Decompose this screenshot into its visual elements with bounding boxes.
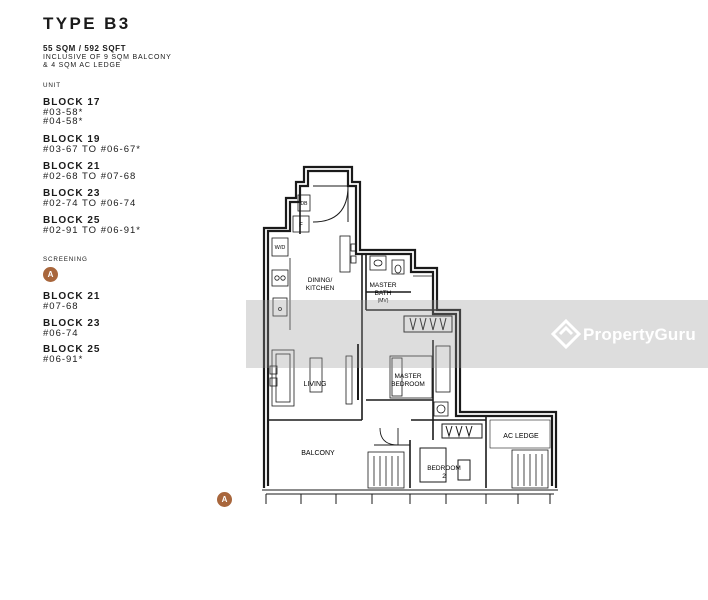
inclusive-note-1: INCLUSIVE OF 9 SQM BALCONY	[43, 54, 172, 61]
unit-heading: UNIT	[43, 82, 61, 89]
dining-label-2: KITCHEN	[306, 285, 335, 292]
propertyguru-logo-icon	[550, 318, 582, 350]
unit-block-label: BLOCK 19	[43, 134, 101, 145]
inclusive-note-2: & 4 SQM AC LEDGE	[43, 62, 122, 69]
watermark-band	[246, 300, 708, 368]
fridge-box	[292, 215, 310, 233]
balcony-door	[374, 427, 410, 446]
bedroom2-label-2: 2	[442, 473, 446, 480]
plan-marker: A	[217, 492, 232, 507]
washer-dryer-box	[271, 237, 289, 257]
bath-label-1: MASTER	[369, 282, 396, 289]
washer-dryer-label: W/D	[275, 245, 286, 251]
bath-label-3: (MV)	[378, 298, 389, 304]
master-label-2: BEDROOM	[391, 381, 425, 388]
dining-label-1: DINING/	[308, 277, 333, 284]
bath-fixtures	[369, 255, 433, 277]
watermark-text: PropertyGuru	[583, 325, 696, 344]
ac-ledge-room	[489, 419, 551, 449]
master-wardrobe	[403, 315, 453, 333]
unit-block-label: BLOCK 23	[43, 188, 101, 199]
screen-panels	[367, 449, 549, 489]
screening-block-label: BLOCK 23	[43, 318, 101, 329]
screening-block-label: BLOCK 21	[43, 291, 101, 302]
interior-walls	[268, 202, 487, 488]
living-label: LIVING	[304, 381, 327, 388]
screening-heading: SCREENING	[43, 256, 88, 263]
master-bed	[389, 345, 451, 417]
screening-block-label: BLOCK 25	[43, 344, 101, 355]
bath-label-2: BATH	[375, 290, 392, 297]
ac-ledge-label: AC LEDGE	[503, 433, 539, 440]
unit-block-label: BLOCK 25	[43, 215, 101, 226]
kitchen-counter	[271, 258, 291, 330]
balcony-label: BALCONY	[301, 450, 335, 457]
unit-line: #03-58*	[43, 107, 84, 118]
db-box	[297, 194, 311, 212]
entrance-door	[312, 185, 349, 223]
unit-line: #02-91 TO #06-91*	[43, 225, 141, 236]
unit-area: 55 SQM / 592 SQFT	[43, 44, 127, 53]
unit-line: #02-68 TO #07-68	[43, 171, 137, 182]
living-furniture	[269, 344, 359, 407]
type-title: TYPE B3	[43, 14, 131, 33]
fridge-label: F	[299, 223, 303, 229]
dining-table	[339, 235, 357, 273]
screening-marker: A	[43, 267, 58, 282]
master-label-1: MASTER	[394, 373, 421, 380]
screening-unit-line: #06-74	[43, 328, 79, 339]
screening-unit-line: #06-91*	[43, 354, 84, 365]
db-label: DB	[301, 201, 309, 207]
bedroom2-label-1: BEDROOM	[427, 465, 461, 472]
unit-line: #03-67 TO #06-67*	[43, 144, 141, 155]
unit-block-label: BLOCK 17	[43, 97, 101, 108]
window-line	[262, 489, 558, 504]
unit-line: #04-58*	[43, 116, 84, 127]
unit-line: #02-74 TO #06-74	[43, 198, 137, 209]
bedroom2-wardrobe	[419, 423, 483, 483]
outer-walls	[262, 165, 558, 488]
unit-block-label: BLOCK 21	[43, 161, 101, 172]
screening-unit-line: #07-68	[43, 301, 79, 312]
